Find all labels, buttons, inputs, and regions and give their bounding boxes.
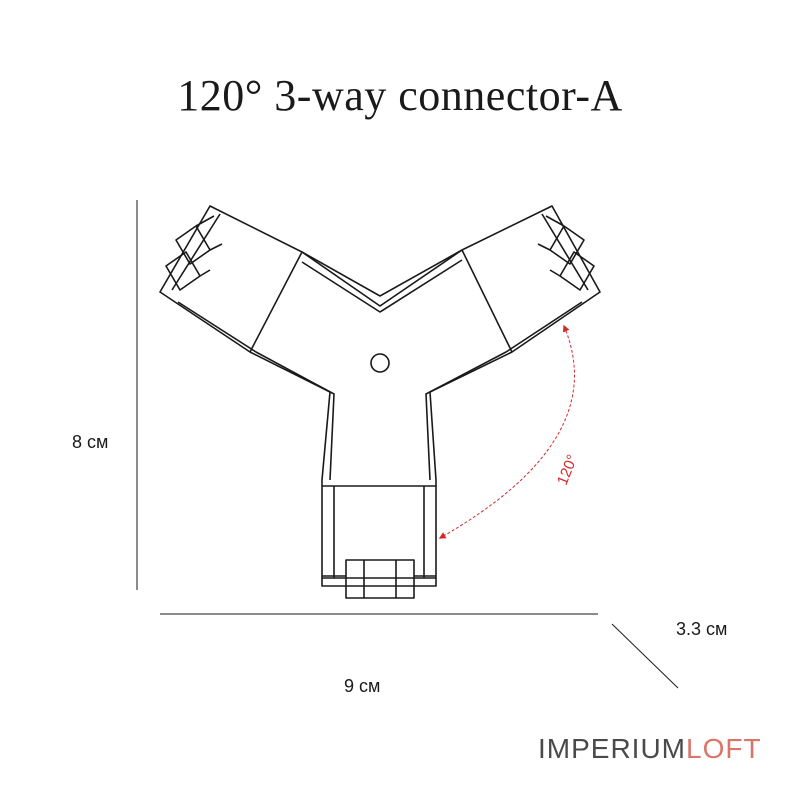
bottom-end-clip <box>322 559 436 599</box>
width-dimension-label: 9 см <box>344 676 381 696</box>
brand-name-part2: LOFT <box>686 733 762 764</box>
diagram-title: 120° 3-way connector-A <box>177 71 623 120</box>
center-notch <box>301 249 463 313</box>
angle-arc <box>438 324 575 539</box>
connector-body <box>159 205 601 599</box>
center-screw-hole <box>370 353 390 373</box>
brand-name-part1: IMPERIUM <box>538 733 686 764</box>
left-arm-inner-rail <box>171 213 335 481</box>
height-dimension-label: 8 см <box>72 432 109 452</box>
depth-dimension-label: 3.3 см <box>676 619 728 639</box>
bottom-arm-inner-rail <box>322 486 436 579</box>
left-arm-seam <box>249 251 303 353</box>
brand-logo: IMPERIUMLOFT <box>538 733 762 765</box>
right-arm-seam <box>461 249 513 353</box>
right-arm-inner-rail <box>425 213 589 481</box>
angle-label: 120° <box>554 452 581 487</box>
connector-outline <box>159 205 601 587</box>
depth-dimension-line <box>611 623 679 689</box>
right-end-clip <box>537 215 595 291</box>
left-end-clip <box>165 215 223 291</box>
